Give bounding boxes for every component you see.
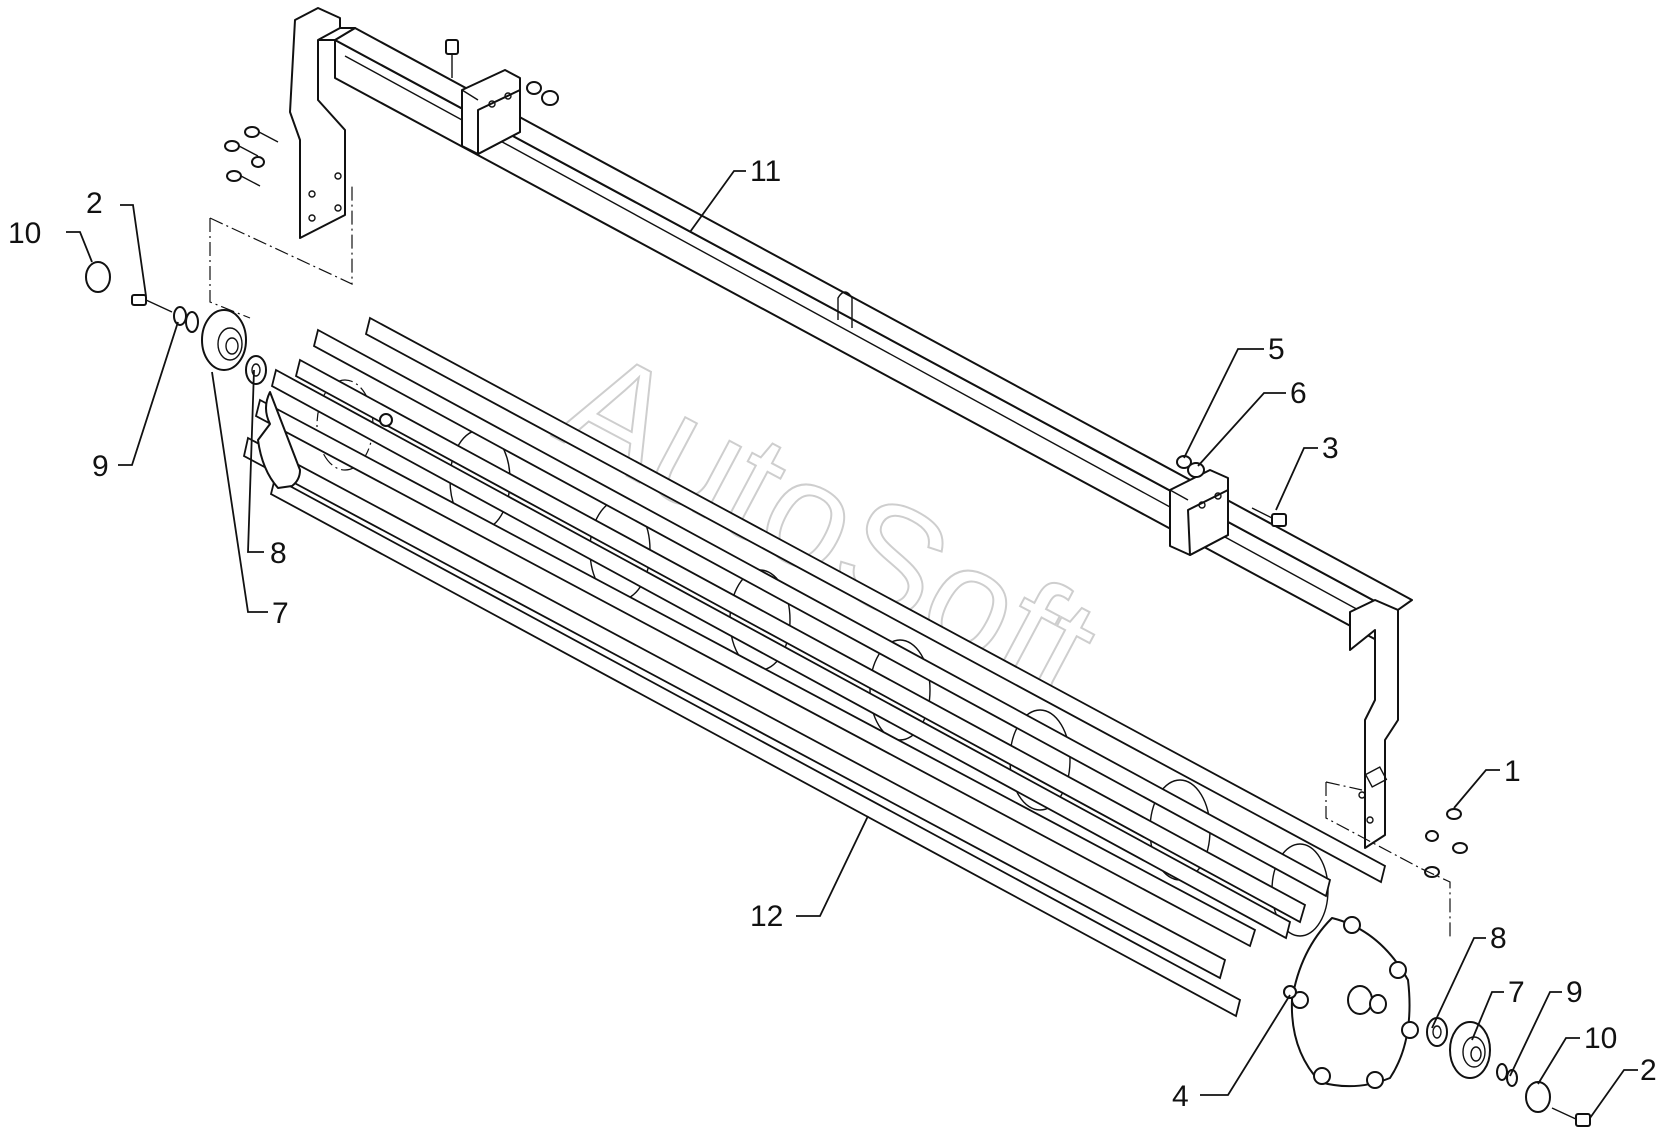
callout-1: 1 [1504,755,1521,788]
frame-beam [289,7,1413,849]
callout-9-left: 9 [92,450,109,483]
callout-8-left: 8 [270,537,287,570]
callout-5: 5 [1268,333,1285,366]
callout-11: 11 [750,155,781,188]
callout-2-left: 2 [86,187,103,220]
leader-lines [66,170,1638,1119]
callout-4: 4 [1172,1080,1189,1113]
callout-2-right: 2 [1640,1054,1657,1087]
callout-6: 6 [1290,377,1307,410]
callout-12: 12 [750,900,783,933]
callout-7-left: 7 [272,597,289,630]
callout-10-right: 10 [1584,1022,1617,1055]
callout-8-right: 8 [1490,922,1507,955]
callout-7-right: 7 [1508,976,1525,1009]
right-bearing-group [1426,1017,1591,1127]
hardware [209,39,1468,940]
left-bearing-group [85,261,267,385]
callout-3: 3 [1322,432,1339,465]
cage-roller [242,316,1419,1089]
callout-9-right: 9 [1566,976,1583,1009]
callout-10-left: 10 [8,217,41,250]
